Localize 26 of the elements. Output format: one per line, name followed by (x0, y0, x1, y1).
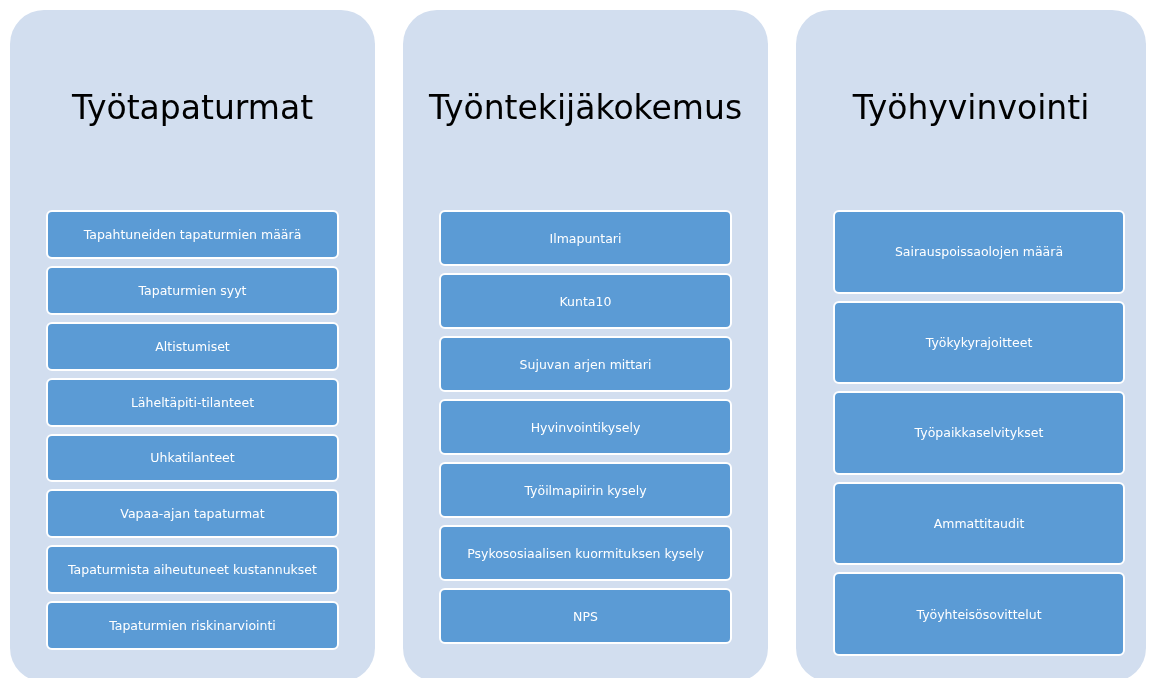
panel-heading: Työntekijäkokemus (428, 88, 743, 127)
metric-box: Tapaturmien riskinarviointi (46, 601, 339, 650)
metric-box: Psykososiaalisen kuormituksen kysely (439, 525, 732, 581)
metric-box: Työyhteisösovittelut (833, 572, 1125, 656)
metric-box: Hyvinvointikysely (439, 399, 732, 455)
metric-box: Tapaturmista aiheutuneet kustannukset (46, 545, 339, 595)
metric-box: Tapahtuneiden tapaturmien määrä (46, 210, 339, 259)
metric-box: Kunta10 (439, 273, 732, 329)
category-panel (10, 10, 375, 678)
metric-box: Sairauspoissaolojen määrä (833, 210, 1125, 294)
metric-box: Ilmapuntari (439, 210, 732, 266)
metric-box: Työpaikkaselvitykset (833, 391, 1125, 475)
metric-box: Läheltäpiti-tilanteet (46, 377, 339, 427)
metric-box: Työkykyrajoitteet (833, 300, 1125, 385)
metric-box: NPS (439, 588, 732, 644)
metric-box: Sujuvan arjen mittari (439, 336, 732, 392)
panel-heading: Työtapaturmat (71, 88, 314, 127)
metric-box: Uhkatilanteet (46, 433, 339, 483)
metric-box: Työilmapiirin kysely (439, 462, 732, 518)
panel-heading: Työhyvinvointi (852, 88, 1090, 127)
category-panel (796, 10, 1146, 678)
metric-box: Vapaa-ajan tapaturmat (46, 489, 339, 539)
metric-box: Ammattitaudit (833, 481, 1125, 566)
metric-box: Tapaturmien syyt (46, 265, 339, 315)
category-panel (403, 10, 768, 678)
metric-box: Altistumiset (46, 321, 339, 371)
